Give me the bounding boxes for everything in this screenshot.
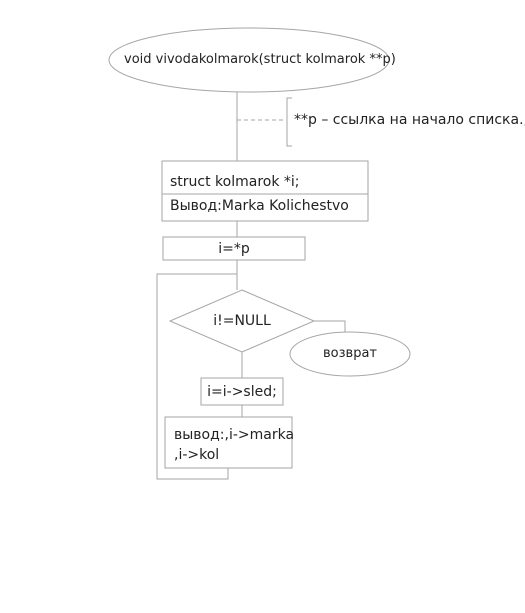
comment-bracket bbox=[286, 97, 292, 147]
output-header-text: Вывод:Marka Kolichestvo bbox=[170, 198, 349, 214]
connector-to-return bbox=[314, 320, 346, 333]
declaration-text: struct kolmarok *i; bbox=[170, 174, 300, 190]
advance-block bbox=[200, 377, 284, 406]
start-terminator bbox=[108, 27, 390, 93]
loop-output-block bbox=[164, 416, 293, 469]
declaration-block bbox=[161, 160, 369, 222]
advance-text: i=i->sled; bbox=[207, 384, 277, 400]
loop-output-line2: ,i->kol bbox=[174, 447, 220, 463]
assign-block bbox=[162, 236, 306, 261]
return-terminator bbox=[289, 331, 411, 377]
comment-text: **p – ссылка на начало списка.; bbox=[294, 112, 525, 128]
function-header-text: void vivodakolmarok(struct kolmarok **p) bbox=[124, 52, 396, 67]
return-text: возврат bbox=[323, 346, 377, 361]
loop-back-connector bbox=[156, 273, 237, 480]
assign-start-text: i=*p bbox=[218, 241, 250, 257]
loop-output-line1: вывод:,i->marka bbox=[174, 427, 295, 443]
condition-text: i!=NULL bbox=[213, 313, 271, 329]
